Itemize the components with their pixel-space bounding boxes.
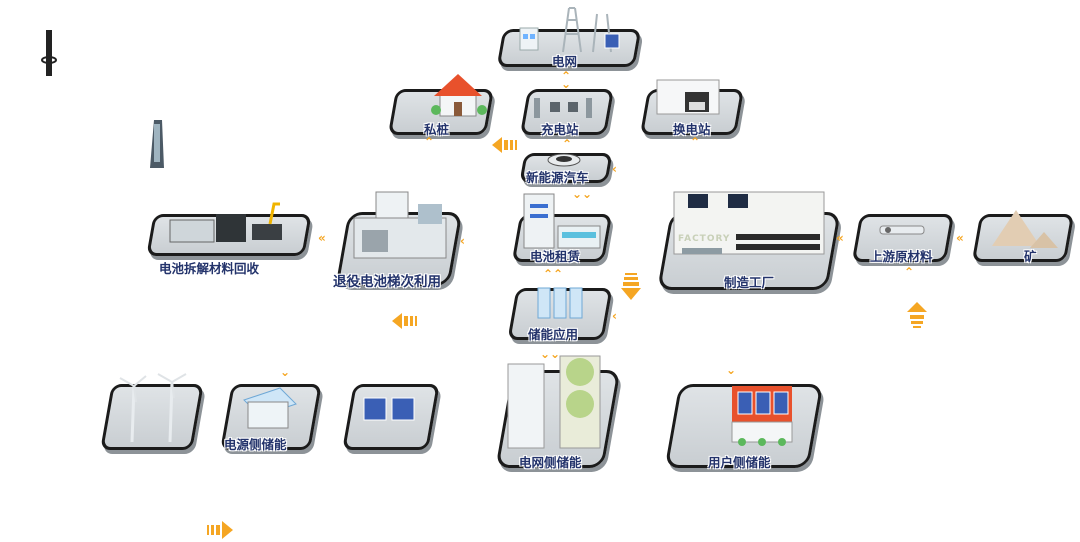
- user-storage-label: 用户侧储能: [708, 455, 771, 470]
- storage-app-label: 储能应用: [528, 327, 579, 342]
- flow-chevron: ⌃: [690, 135, 701, 149]
- swap-building-icon: [656, 79, 720, 115]
- source-storage-label: 电源侧储能: [224, 437, 287, 452]
- warehouse-icon: [353, 191, 447, 259]
- flow-chevron: ‹: [460, 234, 465, 248]
- recycling-label: 电池拆解材料回收: [159, 261, 260, 276]
- flow-chevron: ⌃⌃: [543, 267, 564, 281]
- private-charger-label: 私桩: [424, 122, 450, 137]
- flow-chevron: ⌄: [726, 363, 737, 377]
- ore-pile-icon: [992, 210, 1058, 248]
- flow-arrow-up: [907, 302, 927, 328]
- swap-station-label: 换电站: [673, 122, 711, 137]
- flow-chevron: ⌃: [424, 135, 435, 149]
- storage-tower-icon: [507, 355, 601, 449]
- battery-lease-label: 电池租赁: [530, 249, 581, 264]
- power-tower-icon: [519, 7, 620, 53]
- wind-turbine-icon: [119, 373, 187, 443]
- flow-chevron: ⌃: [561, 69, 572, 83]
- flow-chevron: ‹: [612, 162, 617, 176]
- flow-chevron: ⌄: [280, 365, 291, 379]
- charger-plug-icon: [41, 30, 57, 76]
- flow-chevron: ⌄: [561, 77, 572, 91]
- recycling-machine-icon: [169, 202, 282, 243]
- mine-label: 矿: [1024, 249, 1037, 264]
- pipe-machine-icon: [879, 225, 925, 235]
- flow-chevron: ⌄⌄: [540, 347, 561, 361]
- battery-rack-icon: [537, 287, 583, 319]
- grid-label: 电网: [552, 54, 578, 69]
- charging-pole-icon: [150, 120, 164, 168]
- grid-storage-label: 电网侧储能: [519, 455, 582, 470]
- flow-arrow-right: [207, 521, 233, 539]
- flow-chevron: «: [956, 231, 964, 245]
- flow-arrow-left: [492, 137, 517, 153]
- factory-building-icon: [673, 191, 825, 255]
- car-icon: [547, 153, 581, 167]
- office-building-icon: [523, 193, 601, 249]
- flow-chevron: ‹: [612, 309, 617, 323]
- flow-arrow-down: [621, 273, 641, 300]
- flow-chevron: ⌃: [904, 265, 915, 279]
- charging-station-label: 充电站: [541, 122, 579, 137]
- factory-sign: FACTORY: [678, 234, 731, 244]
- flow-chevron: ⌄: [562, 145, 573, 159]
- solar-house-icon: [731, 386, 793, 446]
- flow-chevron: «: [318, 231, 326, 245]
- storage-building-icon: [243, 387, 297, 429]
- flow-arrow-left: [392, 313, 417, 329]
- factory-label: 制造工厂: [724, 275, 775, 290]
- flow-chevron: «: [836, 231, 844, 245]
- flow-chevron: ⌃: [562, 137, 573, 151]
- solar-panel-icon: [363, 397, 415, 421]
- second-life-label: 退役电池梯次利用: [333, 274, 441, 290]
- raw-materials-label: 上游原材料: [870, 249, 933, 264]
- flow-chevron: ⌄⌄: [572, 187, 593, 201]
- house-icon: [431, 74, 487, 117]
- charger-icon: [534, 98, 592, 118]
- nev-label: 新能源汽车: [526, 170, 589, 185]
